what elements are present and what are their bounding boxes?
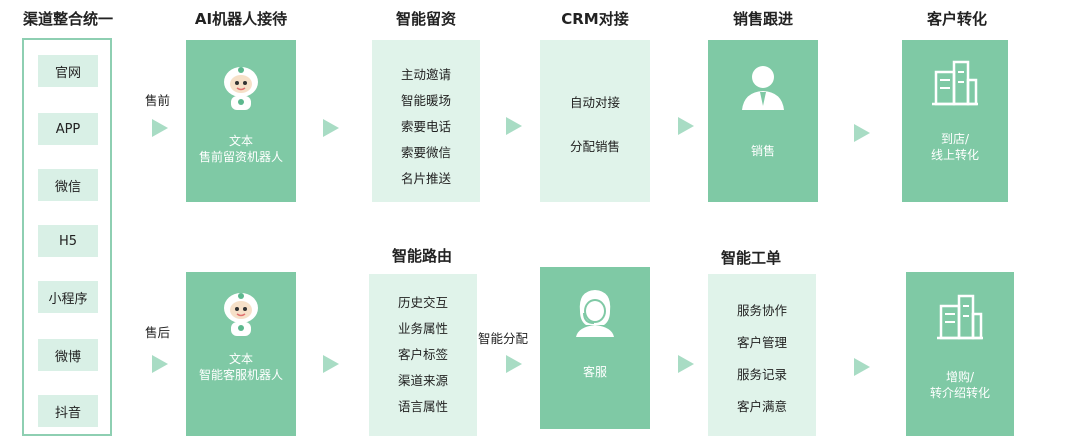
list-item: 智能暖场 — [400, 93, 451, 108]
conversion-top-line2: 线上转化 — [930, 148, 979, 162]
aftersale-robot-box: 文本 智能客服机器人 — [186, 272, 296, 436]
arrow-right-icon — [152, 119, 168, 137]
channel-item: 抖音 — [38, 395, 98, 427]
ticket-box: 服务协作 客户管理 服务记录 客户满意 — [708, 274, 816, 436]
conversion-top-line1: 到店/ — [940, 132, 970, 146]
list-item: 客户满意 — [736, 399, 787, 414]
list-item: 自动对接 — [569, 95, 620, 110]
channels-panel: 官网 APP 微信 H5 小程序 微博 抖音 — [22, 38, 112, 436]
arrow-right-icon — [323, 119, 339, 137]
arrow-right-icon — [678, 117, 694, 135]
conversion-bottom-box: 增购/ 转介绍转化 — [906, 272, 1014, 436]
tag-aftersale: 售后 — [145, 325, 171, 340]
presale-robot-box: 文本 售前留资机器人 — [186, 40, 296, 202]
presale-robot-line1: 文本 — [228, 134, 253, 148]
arrow-right-icon — [854, 358, 870, 376]
conversion-bottom-line1: 增购/ — [945, 370, 975, 384]
salesperson-icon — [742, 66, 784, 110]
arrow-right-icon — [678, 355, 694, 373]
headset-agent-icon — [576, 290, 614, 337]
robot-icon — [224, 293, 258, 336]
crm-box: 自动对接 分配销售 — [540, 40, 650, 202]
title-crm: CRM对接 — [561, 10, 629, 28]
presale-robot-line2: 售前留资机器人 — [198, 150, 283, 164]
title-sales-follow: 销售跟进 — [732, 10, 793, 28]
retention-box: 主动邀请 智能暖场 索要电话 索要微信 名片推送 — [372, 40, 480, 202]
channel-item: APP — [38, 113, 98, 145]
list-item: 语言属性 — [397, 399, 448, 414]
sales-box: 销售 — [708, 40, 818, 202]
robot-icon — [224, 67, 258, 110]
list-item: 历史交互 — [397, 295, 448, 310]
list-item: 分配销售 — [569, 139, 620, 154]
service-box: 客服 — [540, 267, 650, 429]
arrow-right-icon — [854, 124, 870, 142]
arrow-right-icon — [506, 355, 522, 373]
service-label: 客服 — [582, 365, 607, 379]
aftersale-robot-line2: 智能客服机器人 — [198, 368, 283, 382]
sales-label: 销售 — [750, 144, 775, 158]
tag-presale: 售前 — [145, 93, 171, 108]
conversion-top-box: 到店/ 线上转化 — [902, 40, 1008, 202]
title-smart-retention: 智能留资 — [395, 10, 456, 28]
arrow-right-icon — [506, 117, 522, 135]
list-item: 业务属性 — [397, 321, 448, 336]
channel-item: 官网 — [38, 55, 98, 87]
building-icon — [937, 294, 983, 340]
title-smart-ticket: 智能工单 — [720, 249, 781, 267]
title-smart-routing: 智能路由 — [391, 247, 452, 265]
title-conversion: 客户转化 — [926, 10, 987, 28]
arrow-right-icon — [152, 355, 168, 373]
title-ai-robot: AI机器人接待 — [194, 10, 288, 28]
channel-item: H5 — [38, 225, 98, 257]
arrow-right-icon — [323, 355, 339, 373]
channel-item: 微信 — [38, 169, 98, 201]
conversion-bottom-line2: 转介绍转化 — [929, 386, 990, 400]
list-item: 服务协作 — [736, 303, 787, 318]
title-channels: 渠道整合统一 — [22, 10, 113, 28]
list-item: 客户标签 — [397, 347, 448, 362]
list-item: 服务记录 — [736, 367, 787, 382]
list-item: 客户管理 — [736, 335, 787, 350]
list-item: 主动邀请 — [400, 67, 451, 82]
tag-smart-dispatch: 智能分配 — [478, 331, 529, 346]
list-item: 索要电话 — [400, 119, 451, 134]
routing-box: 历史交互 业务属性 客户标签 渠道来源 语言属性 — [369, 274, 477, 436]
list-item: 索要微信 — [400, 145, 451, 160]
aftersale-robot-line1: 文本 — [228, 352, 253, 366]
building-icon — [932, 60, 978, 106]
channel-item: 小程序 — [38, 281, 98, 313]
list-item: 渠道来源 — [397, 373, 448, 388]
channel-item: 微博 — [38, 339, 98, 371]
list-item: 名片推送 — [400, 171, 451, 186]
